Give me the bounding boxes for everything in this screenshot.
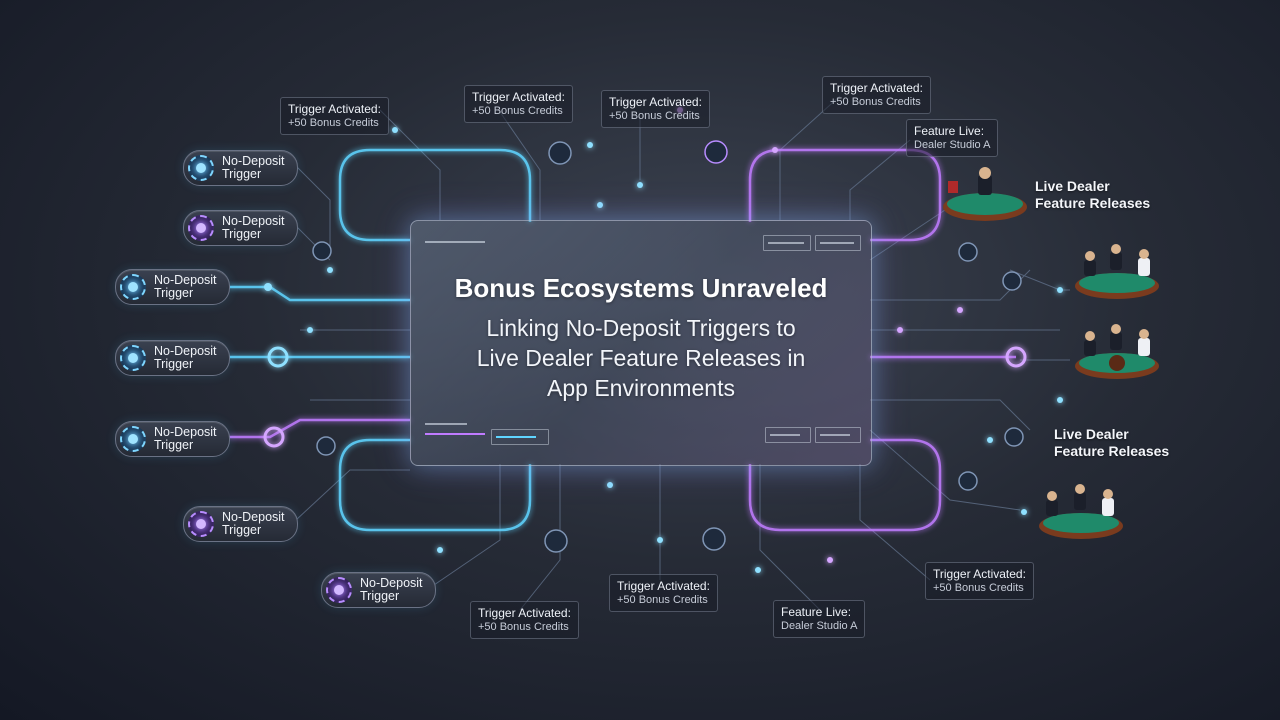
trigger-activated-callout: Trigger Activated:+50 Bonus Credits [280, 97, 389, 135]
chip-icon [326, 577, 352, 603]
chip-icon [188, 215, 214, 241]
trigger-activated-callout: Trigger Activated:+50 Bonus Credits [925, 562, 1034, 600]
live-dealer-table-icon [1072, 322, 1162, 382]
trigger-activated-callout: Trigger Activated:+50 Bonus Credits [464, 85, 573, 123]
chip-icon [120, 274, 146, 300]
feature-live-callout: Feature Live:Dealer Studio A [773, 600, 866, 638]
live-dealer-table-icon [1036, 482, 1126, 542]
panel-decoration [425, 421, 485, 435]
panel-decoration [763, 235, 811, 251]
page-subtitle: Linking No-Deposit Triggers to Live Deal… [476, 315, 806, 401]
panel-decoration [491, 429, 549, 445]
trigger-activated-callout: Trigger Activated:+50 Bonus Credits [609, 574, 718, 612]
live-dealer-table-icon [940, 165, 1030, 225]
panel-decoration [815, 427, 861, 443]
trigger-activated-callout: Trigger Activated:+50 Bonus Credits [601, 90, 710, 128]
central-title-panel: Bonus Ecosystems Unraveled Linking No-De… [410, 220, 872, 466]
chip-icon [120, 426, 146, 452]
panel-decoration [425, 235, 485, 249]
chip-icon [188, 511, 214, 537]
chip-icon [188, 155, 214, 181]
chip-icon [120, 345, 146, 371]
trigger-activated-callout: Trigger Activated:+50 Bonus Credits [822, 76, 931, 114]
panel-decoration [765, 427, 811, 443]
trigger-activated-callout: Trigger Activated:+50 Bonus Credits [470, 601, 579, 639]
feature-live-callout: Feature Live:Dealer Studio A [906, 119, 999, 157]
page-title: Bonus Ecosystems Unraveled [454, 273, 828, 303]
live-dealer-table-icon [1072, 242, 1162, 302]
panel-decoration [815, 235, 861, 251]
